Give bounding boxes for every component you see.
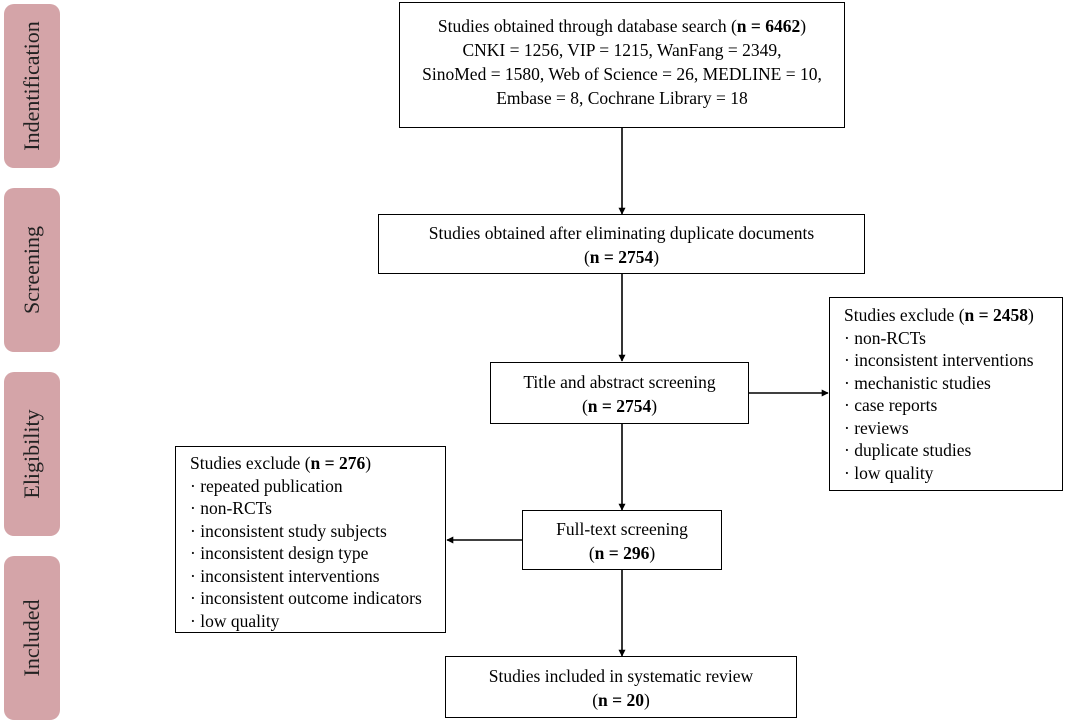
after-duplicates-title: Studies obtained after eliminating dupli… xyxy=(428,223,815,243)
exclusion-box-title-abstract: Studies exclude (n = 2458) · non-RCTs · … xyxy=(829,297,1063,491)
full-text-count: n = 296 xyxy=(594,543,650,563)
exclusion-reason: · inconsistent outcome indicators xyxy=(190,588,422,608)
exclusion-count-title-abstract: n = 2458 xyxy=(964,305,1028,325)
full-text-count-line: (n = 296) xyxy=(588,543,656,563)
exclusion-reason: · reviews xyxy=(844,417,909,438)
exclusion-heading-title-abstract: Studies exclude (n = 2458) xyxy=(844,305,1034,325)
included-count-line: (n = 20) xyxy=(592,690,650,710)
database-search-box: Studies obtained through database search… xyxy=(399,2,845,128)
after-duplicates-count: n = 2754 xyxy=(589,247,654,267)
stage-identification: Indentification xyxy=(4,4,60,168)
database-search-count: n = 6462 xyxy=(736,16,801,36)
exclusion-reason: · inconsistent interventions xyxy=(844,350,1034,370)
title-abstract-count: n = 2754 xyxy=(587,396,652,416)
stage-eligibility: Eligibility xyxy=(4,372,60,536)
exclusion-reason: · non-RCTs xyxy=(190,498,272,518)
exclusion-reason: · duplicate studies xyxy=(844,440,972,460)
exclusion-reason: · inconsistent design type xyxy=(190,543,369,563)
exclusion-reason: · non-RCTs xyxy=(844,327,926,348)
exclusion-reason: · case reports xyxy=(844,395,938,415)
after-duplicates-count-line: (n = 2754) xyxy=(583,247,660,267)
exclusion-reason: · mechanistic studies xyxy=(844,372,991,393)
exclusion-reason: · inconsistent interventions xyxy=(190,565,380,586)
after-duplicates-box: Studies obtained after eliminating dupli… xyxy=(378,214,865,274)
exclusion-heading-full-text: Studies exclude (n = 276) xyxy=(190,453,372,473)
database-counts-line-1: CNKI = 1256, VIP = 1215, WanFang = 2349, xyxy=(462,40,782,60)
exclusion-count-full-text: n = 276 xyxy=(310,453,366,473)
included-title: Studies included in systematic review xyxy=(488,666,754,686)
database-counts-line-2: SinoMed = 1580, Web of Science = 26, MED… xyxy=(422,64,822,84)
included-count: n = 20 xyxy=(598,690,644,710)
exclusion-reason: · repeated publication xyxy=(190,475,343,496)
database-counts-line-3: Embase = 8, Cochrane Library = 18 xyxy=(496,88,748,108)
title-abstract-title: Title and abstract screening xyxy=(523,372,716,392)
included-box: Studies included in systematic review (n… xyxy=(445,656,797,718)
exclusion-reason: · low quality xyxy=(844,462,934,483)
stage-screening: Screening xyxy=(4,188,60,352)
exclusion-reason: · low quality xyxy=(190,610,280,631)
full-text-box: Full-text screening (n = 296) xyxy=(522,510,722,570)
title-abstract-count-line: (n = 2754) xyxy=(581,396,658,416)
database-search-title: Studies obtained through database search… xyxy=(437,16,807,36)
full-text-title: Full-text screening xyxy=(556,519,688,539)
exclusion-reason: · inconsistent study subjects xyxy=(190,520,387,541)
stage-included: Included xyxy=(4,556,60,720)
exclusion-box-full-text: Studies exclude (n = 276) · repeated pub… xyxy=(175,446,446,633)
title-abstract-box: Title and abstract screening (n = 2754) xyxy=(490,362,749,424)
